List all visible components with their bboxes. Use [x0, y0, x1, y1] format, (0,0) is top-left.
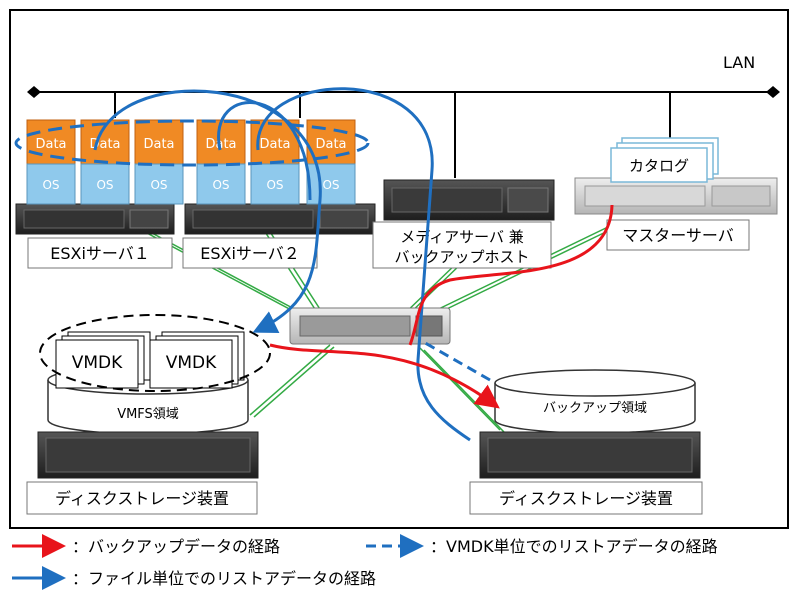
svg-text:マスターサーバ: マスターサーバ [622, 226, 734, 245]
svg-text:ディスクストレージ装置: ディスクストレージ装置 [55, 489, 229, 508]
svg-text:メディアサーバ 兼: メディアサーバ 兼 [400, 228, 524, 246]
backup-device-label: ディスクストレージ装置 [469, 481, 703, 515]
vmdk-file-1: VMDK [55, 331, 151, 389]
svg-text:ディスクストレージ装置: ディスクストレージ装置 [499, 489, 673, 508]
svg-text:バックアップホスト: バックアップホスト [394, 248, 529, 266]
svg-text:VMDK: VMDK [166, 353, 217, 373]
catalog-label: カタログ [629, 157, 689, 175]
vm-stack-1-1: Data OS [26, 119, 76, 205]
os-label: OS [150, 178, 167, 192]
esxi-server-2 [184, 203, 376, 235]
vmdk-selection-ellipse [39, 314, 271, 392]
fc-switch [289, 307, 451, 345]
backup-disk-array [479, 431, 701, 479]
os-label: OS [266, 178, 283, 192]
data-label: Data [143, 137, 174, 152]
backup-path [269, 204, 614, 409]
svg-text:ESXiサーバ１: ESXiサーバ１ [50, 244, 150, 263]
data-label: Data [35, 137, 66, 152]
vmfs-disk-array [37, 431, 259, 479]
backup-area-label: バックアップ領域 [543, 400, 647, 416]
vmfs-device-label: ディスクストレージ装置 [26, 481, 258, 515]
media-server-label: メディアサーバ 兼 バックアップホスト [372, 221, 552, 269]
data-selection-ellipse [14, 119, 370, 167]
vmdk-file-2: VMDK [149, 331, 245, 389]
os-label: OS [42, 178, 59, 192]
data-label: Data [205, 137, 236, 152]
legend-file-restore-path: ：ファイル単位でのリストアデータの経路 [12, 566, 376, 590]
vm-stack-2-3: Data OS [306, 119, 356, 205]
data-label: Data [259, 137, 290, 152]
catalog-icon: カタログ [610, 137, 719, 183]
master-server-label: マスターサーバ [606, 219, 750, 251]
data-label: Data [315, 137, 346, 152]
legend: ：バックアップデータの経路 ：VMDK単位でのリストアデータの経路 ：ファイル単… [12, 534, 718, 590]
esxi-server-1 [15, 203, 175, 235]
svg-text:VMDK: VMDK [72, 353, 123, 373]
svg-text:ESXiサーバ２: ESXiサーバ２ [200, 244, 300, 263]
esxi-label-2: ESXiサーバ２ [182, 237, 318, 269]
svg-text:：バックアップデータの経路: ：バックアップデータの経路 [72, 537, 280, 556]
backup-storage: バックアップ領域 [494, 369, 696, 434]
svg-text:：ファイル単位でのリストアデータの経路: ：ファイル単位でのリストアデータの経路 [72, 569, 376, 588]
os-label: OS [212, 178, 229, 192]
svg-text:：VMDK単位でのリストアデータの経路: ：VMDK単位でのリストアデータの経路 [430, 537, 718, 556]
os-label: OS [96, 178, 113, 192]
legend-vmdk-restore-path: ：VMDK単位でのリストアデータの経路 [366, 534, 718, 558]
lan-label: LAN [723, 53, 755, 72]
master-server [574, 177, 778, 215]
file-restore-paths [93, 87, 471, 442]
esxi-label-1: ESXiサーバ１ [27, 237, 173, 269]
vm-stack-2-1: Data OS [196, 119, 246, 205]
vm-stack-1-3: Data OS [134, 119, 184, 205]
legend-backup-path: ：バックアップデータの経路 [12, 534, 280, 558]
os-label: OS [322, 178, 339, 192]
vmdk-restore-path [419, 338, 491, 382]
vmfs-area-label: VMFS領域 [117, 406, 179, 422]
media-server [383, 179, 555, 221]
